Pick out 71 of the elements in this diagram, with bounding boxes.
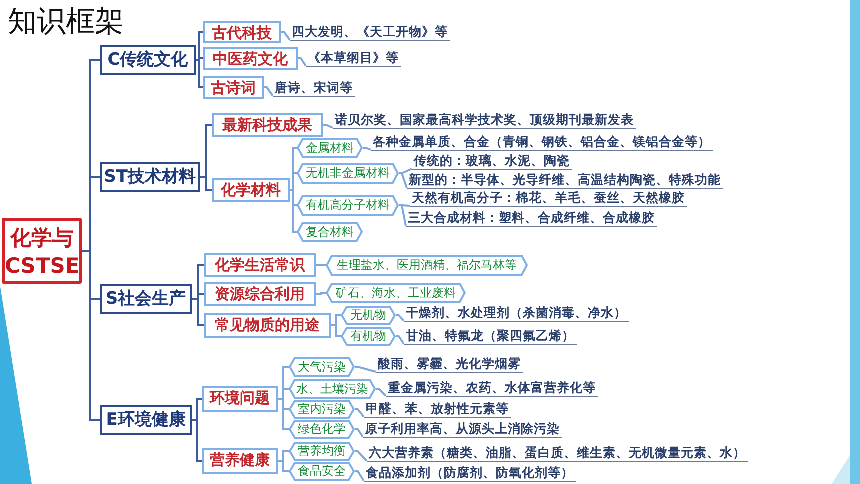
underlined-text: 各种金属单质、合金（青铜、钢铁、铝合金、镁铝合金等） <box>371 134 713 151</box>
underlined-text: 原子利用率高、从源头上消除污染 <box>363 421 562 438</box>
connector-line <box>82 250 100 421</box>
connector-line <box>399 204 407 226</box>
hexagon-tag: 绿色化学 <box>289 420 355 439</box>
hexagon-tag: 无机非金属材料 <box>297 163 399 184</box>
connector-line <box>323 124 334 129</box>
underlined-text: 三大合成材料：塑料、合成纤维、合成橡胶 <box>406 210 657 227</box>
hexagon-tag: 生理盐水、医用酒精、福尔马林等 <box>326 255 528 276</box>
underlined-text: 《本草纲目》等 <box>306 50 401 67</box>
slide-title: 知识框架 <box>8 3 124 40</box>
subtopic-box: 常见物质的用途 <box>204 313 331 338</box>
hexagon-tag: 金属材料 <box>297 138 363 158</box>
hexagon-tag: 有机高分子材料 <box>297 195 399 216</box>
underlined-text: 四大发明、《天工开物》等 <box>290 24 450 41</box>
subtopic-box: 环境问题 <box>202 386 278 412</box>
subtopic-box: 资源综合利用 <box>204 282 316 306</box>
connector-line <box>192 298 204 326</box>
connector-line <box>363 147 372 151</box>
hexagon-tag: 室内污染 <box>289 400 355 419</box>
connector-line <box>281 31 291 41</box>
connector-line <box>264 86 274 97</box>
connector-line <box>290 172 297 191</box>
connector-line <box>192 419 202 462</box>
subtopic-box: 中医药文化 <box>203 47 298 70</box>
hexagon-tag: 食品安全 <box>289 462 355 481</box>
connector-line <box>355 366 376 373</box>
connector-line <box>298 58 307 67</box>
connector-line <box>316 264 326 266</box>
hexagon-tag: 有机物 <box>341 327 396 346</box>
hexagon-tag: 矿石、海水、工业废料 <box>326 283 466 303</box>
connector-line <box>331 324 341 338</box>
connector-line <box>355 470 365 482</box>
hexagon-tag: 复合材料 <box>297 222 363 242</box>
underlined-text: 食品添加剂（防腐剂、防氧化剂等） <box>364 465 576 482</box>
connector-line <box>200 176 212 191</box>
branch-box: E环境健康 <box>100 405 192 435</box>
underlined-text: 干燥剂、水处理剂（杀菌消毒、净水） <box>404 305 629 322</box>
connector-line <box>316 292 326 295</box>
connector-line <box>355 450 368 462</box>
subtopic-box: 古代科技 <box>203 21 281 43</box>
underlined-text: 天然有机高分子：棉花、羊毛、蚕丝、天然橡胶 <box>410 190 687 207</box>
underlined-text: 传统的：玻璃、水泥、陶瓷 <box>412 153 572 170</box>
underlined-text: 甲醛、苯、放射性元素等 <box>364 401 511 418</box>
underlined-text: 唐诗、宋词等 <box>273 80 355 97</box>
subtopic-box: 营养健康 <box>202 448 278 474</box>
connector-line <box>396 314 405 322</box>
connector-line <box>196 59 203 88</box>
branch-box: ST技术材料 <box>100 162 200 192</box>
connector-line <box>355 408 365 418</box>
subtopic-box: 古诗词 <box>203 76 264 99</box>
underlined-text: 重金属污染、农药、水体富营养化等 <box>386 380 598 397</box>
connector-line <box>290 189 297 233</box>
connector-line <box>399 172 408 188</box>
underlined-text: 新型的：半导体、光导纤维、高温结构陶瓷、特殊功能 <box>407 172 723 189</box>
topic-box: 化学与CSTSE <box>2 218 82 284</box>
hexagon-tag: 水、土壤污染 <box>289 379 376 399</box>
connector-line <box>376 388 387 397</box>
branch-box: C传统文化 <box>100 45 196 75</box>
subtopic-box: 化学材料 <box>212 178 290 202</box>
connector-line <box>355 428 364 438</box>
hexagon-tag: 无机物 <box>341 306 396 325</box>
hexagon-tag: 营养均衡 <box>289 442 355 461</box>
underlined-text: 酸雨、雾霾、光化学烟雾 <box>376 356 523 373</box>
underlined-text: 甘油、特氟龙（聚四氟乙烯） <box>404 328 577 345</box>
subtopic-box: 化学生活常识 <box>204 253 316 277</box>
connector-line <box>396 336 405 345</box>
hexagon-tag: 大气污染 <box>289 357 355 377</box>
branch-box: S社会生产 <box>100 284 192 314</box>
underlined-text: 六大营养素（糖类、油脂、蛋白质、维生素、无机微量元素、水） <box>367 445 748 462</box>
underlined-text: 诺贝尔奖、国家最高科学技术奖、顶级期刊最新发表 <box>333 112 636 129</box>
